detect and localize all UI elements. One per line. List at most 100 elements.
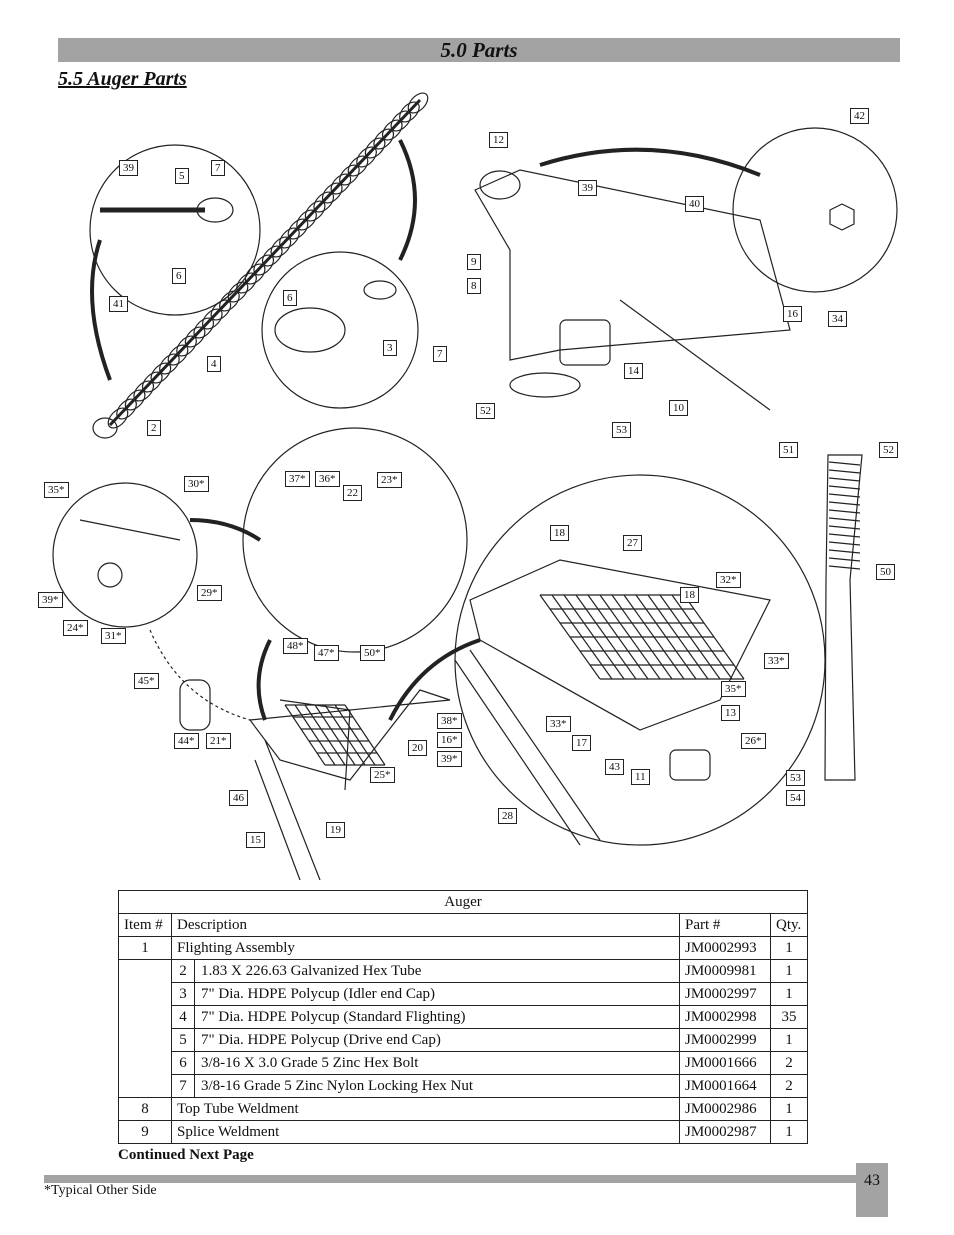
callout-label: 20 [408,740,427,756]
polycup-shape [133,380,155,402]
spout-drawing [824,454,863,781]
part-cell: JM0001666 [679,1051,771,1075]
qty-cell: 1 [770,1028,808,1052]
callout-label: 42 [850,108,869,124]
qty-cell: 1 [770,959,808,983]
section-header-bar: 5.0 Parts [58,38,900,62]
table-caption: Auger [118,890,808,914]
polycup-shape [184,326,206,348]
subitem-number: 2 [172,960,195,982]
callout-label: 28 [498,808,517,824]
polycup-shape [159,353,180,375]
callout-label: 47* [314,645,339,661]
callout-label: 11 [631,769,650,785]
callout-label: 27 [623,535,642,551]
callout-label: 54 [786,790,805,806]
callout-label: 16* [437,732,462,748]
description-text: 3/8-16 X 3.0 Grade 5 Zinc Hex Bolt [201,1055,419,1071]
hopper-detail-drawing [454,559,771,846]
detail-circle-hopper-hinge [242,427,468,653]
footnote: *Typical Other Side [44,1183,157,1198]
callout-label: 53 [612,422,631,438]
polycup-shape [390,110,412,132]
qty-cell: 1 [770,1097,808,1121]
callout-label: 4 [207,356,221,372]
polycup-shape [270,236,292,258]
polycup-shape [236,272,257,294]
description-text: 3/8-16 Grade 5 Zinc Nylon Locking Hex Nu… [201,1078,474,1094]
callout-label: 6 [172,268,186,284]
callout-label: 7 [211,160,225,176]
callout-label: 40 [685,196,704,212]
item-cell: 9 [118,1120,172,1144]
header-part: Part # [679,913,771,937]
description-cell: Splice Weldment [171,1120,680,1144]
polycup-shape [176,335,197,357]
detail-circle-idler-end [261,251,419,409]
detail-circle-hitch [52,482,198,628]
part-cell: JM0002998 [679,1005,771,1029]
callout-label: 3 [383,340,397,356]
item-cell [118,982,172,1006]
auger-parts-table: Auger Item # Description Part # Qty. 1 F… [118,890,808,1144]
polycup-shape [399,101,420,123]
callout-label: 52 [879,442,898,458]
subitem-number: 6 [172,1052,195,1074]
part-cell: JM0002986 [679,1097,771,1121]
callout-label: 16 [783,306,802,322]
item-cell [118,959,172,983]
callout-label: 18 [680,587,699,603]
callout-label: 31* [101,628,126,644]
callout-label: 43 [605,759,624,775]
qty-cell: 1 [770,1120,808,1144]
callout-label: 50 [876,564,895,580]
description-text: 7" Dia. HDPE Polycup (Drive end Cap) [201,1032,441,1048]
flighting-assembly-drawing [92,92,429,439]
header-qty: Qty. [770,913,808,937]
qty-cell: 2 [770,1051,808,1075]
part-cell: JM0002993 [679,936,771,960]
callout-label: 39* [38,592,63,608]
callout-label: 19 [326,822,345,838]
splice-weldment-drawing [474,147,791,411]
polycup-shape [167,344,189,366]
detail-circle-splice-bolts [732,127,898,293]
polycup-shape [373,128,395,150]
callout-label: 45* [134,673,159,689]
callout-label: 39 [119,160,138,176]
polycup-shape [150,362,172,384]
polycup-shape [261,245,283,267]
polycup-shape [124,389,146,411]
callout-label: 14 [624,363,643,379]
polycup-shape [201,308,223,330]
callout-label: 2 [147,420,161,436]
callout-label: 26* [741,733,766,749]
polycup-shape [287,218,309,240]
callout-label: 22 [343,485,362,501]
callout-label: 33* [546,716,571,732]
callout-label: 24* [63,620,88,636]
continued-note: Continued Next Page [118,1147,254,1163]
polycup-shape [356,146,377,168]
description-cell: Flighting Assembly [171,936,680,960]
polycup-shape [107,407,129,429]
callout-label: 30* [184,476,209,492]
header-description: Description [171,913,680,937]
qty-cell: 35 [770,1005,808,1029]
callout-label: 51 [779,442,798,458]
callout-label: 10 [669,400,688,416]
polycup-shape [339,164,360,186]
callout-label: 36* [315,471,340,487]
description-cell: 6 3/8-16 X 3.0 Grade 5 Zinc Hex Bolt [171,1051,680,1075]
callout-label: 6 [283,290,297,306]
callout-label: 33* [764,653,789,669]
callout-label: 50* [360,645,385,661]
subitem-number: 4 [172,1006,195,1028]
description-text: 7" Dia. HDPE Polycup (Idler end Cap) [201,986,435,1002]
